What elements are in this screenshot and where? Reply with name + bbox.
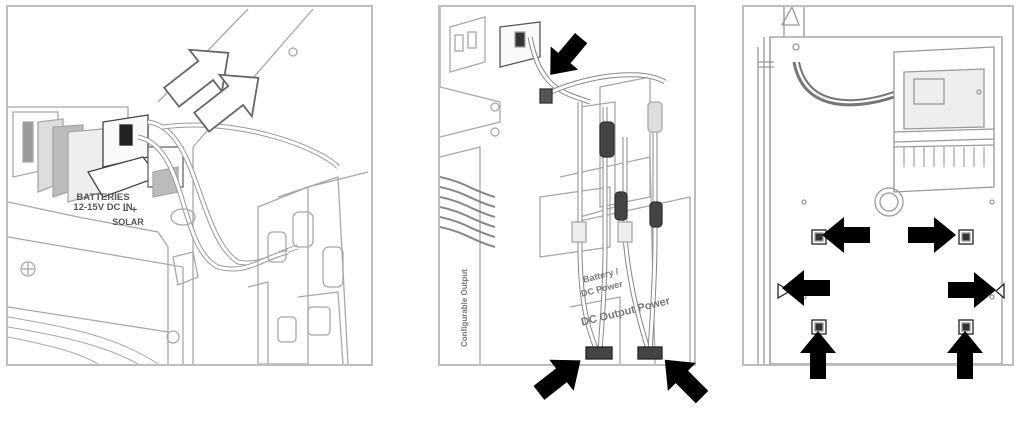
- panel-dc-power-cables: Battery / DC Power DC Output Power Confi…: [438, 5, 696, 366]
- dc-power-cable-drawing: [440, 7, 691, 364]
- enclosure-mounting-drawing: [757, 7, 1005, 364]
- solar-label: SOLAR: [112, 217, 144, 227]
- batteries-label-line1: BATTERIES: [76, 192, 130, 203]
- batteries-label-line2: 12-15V DC IN: [73, 202, 133, 214]
- solar-polarity-label: – +: [122, 205, 138, 216]
- batteries-label: BATTERIES 12-15V DC IN: [58, 192, 148, 214]
- battery-solar-terminal-drawing: [8, 8, 369, 364]
- configurable-output-label: Configurable Output: [460, 269, 469, 347]
- panel-enclosure-mounting: [742, 5, 1014, 366]
- panel-battery-solar-connector: BATTERIES 12-15V DC IN – + SOLAR: [6, 5, 373, 366]
